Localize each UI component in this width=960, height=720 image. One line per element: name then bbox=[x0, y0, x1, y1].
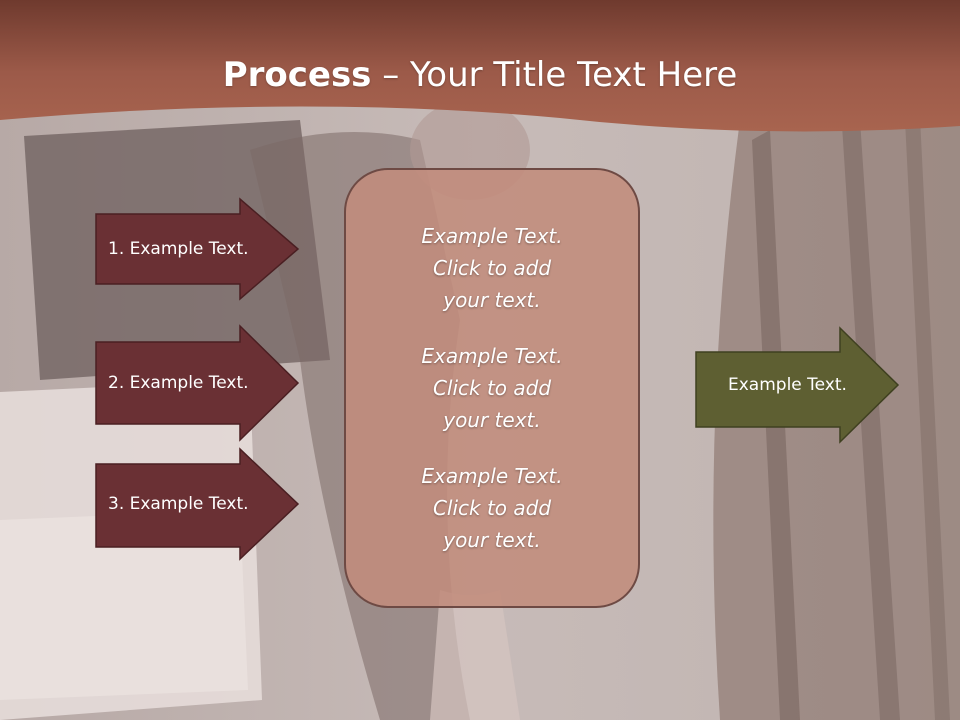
title-rest: – Your Title Text Here bbox=[371, 55, 738, 95]
center-text-2-line3: your text. bbox=[443, 408, 541, 432]
center-text-2-line1: Example Text. bbox=[421, 344, 563, 368]
center-text-2-line2: Click to add bbox=[432, 376, 552, 400]
input-arrow-1: 1. Example Text. bbox=[95, 197, 300, 301]
center-text-2: Example Text. Click to add your text. bbox=[372, 340, 612, 436]
center-text-1-line1: Example Text. bbox=[421, 224, 563, 248]
input-arrow-3: 3. Example Text. bbox=[95, 447, 300, 561]
input-arrow-2: 2. Example Text. bbox=[95, 324, 300, 442]
center-text-1-line2: Click to add bbox=[432, 256, 552, 280]
center-text-1: Example Text. Click to add your text. bbox=[372, 220, 612, 316]
center-process-box: Example Text. Click to add your text. Ex… bbox=[344, 168, 640, 608]
input-arrow-3-label: 3. Example Text. bbox=[108, 494, 249, 514]
center-text-3-line2: Click to add bbox=[432, 496, 552, 520]
output-arrow-label: Example Text. bbox=[728, 375, 847, 395]
arrow-shape bbox=[95, 197, 300, 301]
title-bold: Process bbox=[222, 55, 372, 95]
center-text-3-line1: Example Text. bbox=[421, 464, 563, 488]
arrow-shape bbox=[95, 324, 300, 442]
arrow-shape bbox=[95, 447, 300, 561]
arrow-shape bbox=[695, 326, 900, 444]
center-text-3: Example Text. Click to add your text. bbox=[372, 460, 612, 556]
center-text-1-line3: your text. bbox=[443, 288, 541, 312]
output-arrow: Example Text. bbox=[695, 326, 900, 444]
center-text-3-line3: your text. bbox=[443, 528, 541, 552]
input-arrow-1-label: 1. Example Text. bbox=[108, 239, 249, 259]
input-arrow-2-label: 2. Example Text. bbox=[108, 373, 249, 393]
slide-title: Process – Your Title Text Here bbox=[0, 52, 960, 98]
